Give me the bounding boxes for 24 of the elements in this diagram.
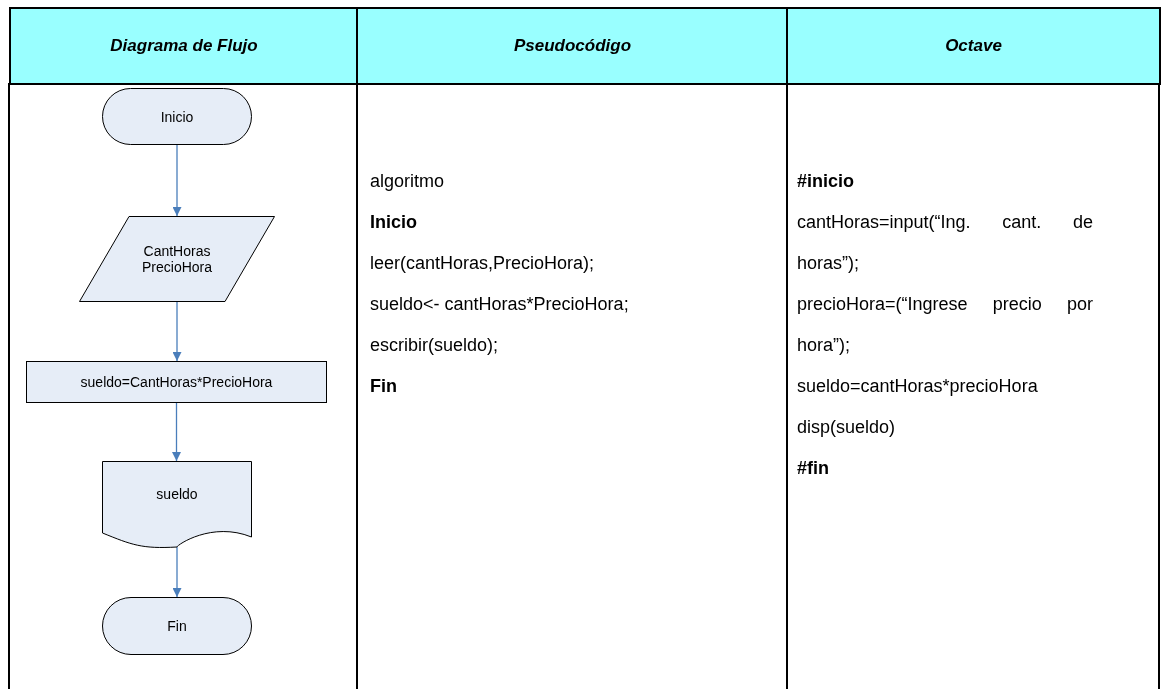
document-shape: sueldo (102, 461, 252, 551)
arrow (172, 301, 182, 362)
code-line: disp(sueldo) (797, 416, 896, 439)
arrow (172, 144, 182, 217)
column-header: Diagrama de Flujo (9, 7, 359, 85)
terminal-shape: Fin (102, 597, 252, 655)
code-line: Fin (370, 375, 397, 398)
code-line: sueldo=cantHoras*precioHora (797, 375, 1038, 398)
process-box: sueldo=CantHoras*PrecioHora (26, 361, 327, 403)
code-line: leer(cantHoras,PrecioHora); (370, 252, 595, 275)
code-line: algoritmo (370, 170, 445, 193)
column-header: Pseudocódigo (356, 7, 789, 85)
arrow (172, 402, 181, 462)
code-line: sueldo<- cantHoras*PrecioHora; (370, 293, 629, 316)
input-parallelogram: CantHoras PrecioHora (79, 216, 275, 302)
code-line: precioHora=(“Ingrese precio por hora”); (797, 293, 1093, 357)
arrow (172, 546, 182, 598)
terminal-shape: Inicio (102, 88, 252, 145)
code-line: #fin (797, 457, 829, 480)
code-line: escribir(sueldo); (370, 334, 499, 357)
column-header: Octave (786, 7, 1161, 85)
code-line: #inicio (797, 170, 854, 193)
code-line: cantHoras=input(“Ing. cant. de horas”); (797, 211, 1093, 275)
code-line: Inicio (370, 211, 417, 234)
